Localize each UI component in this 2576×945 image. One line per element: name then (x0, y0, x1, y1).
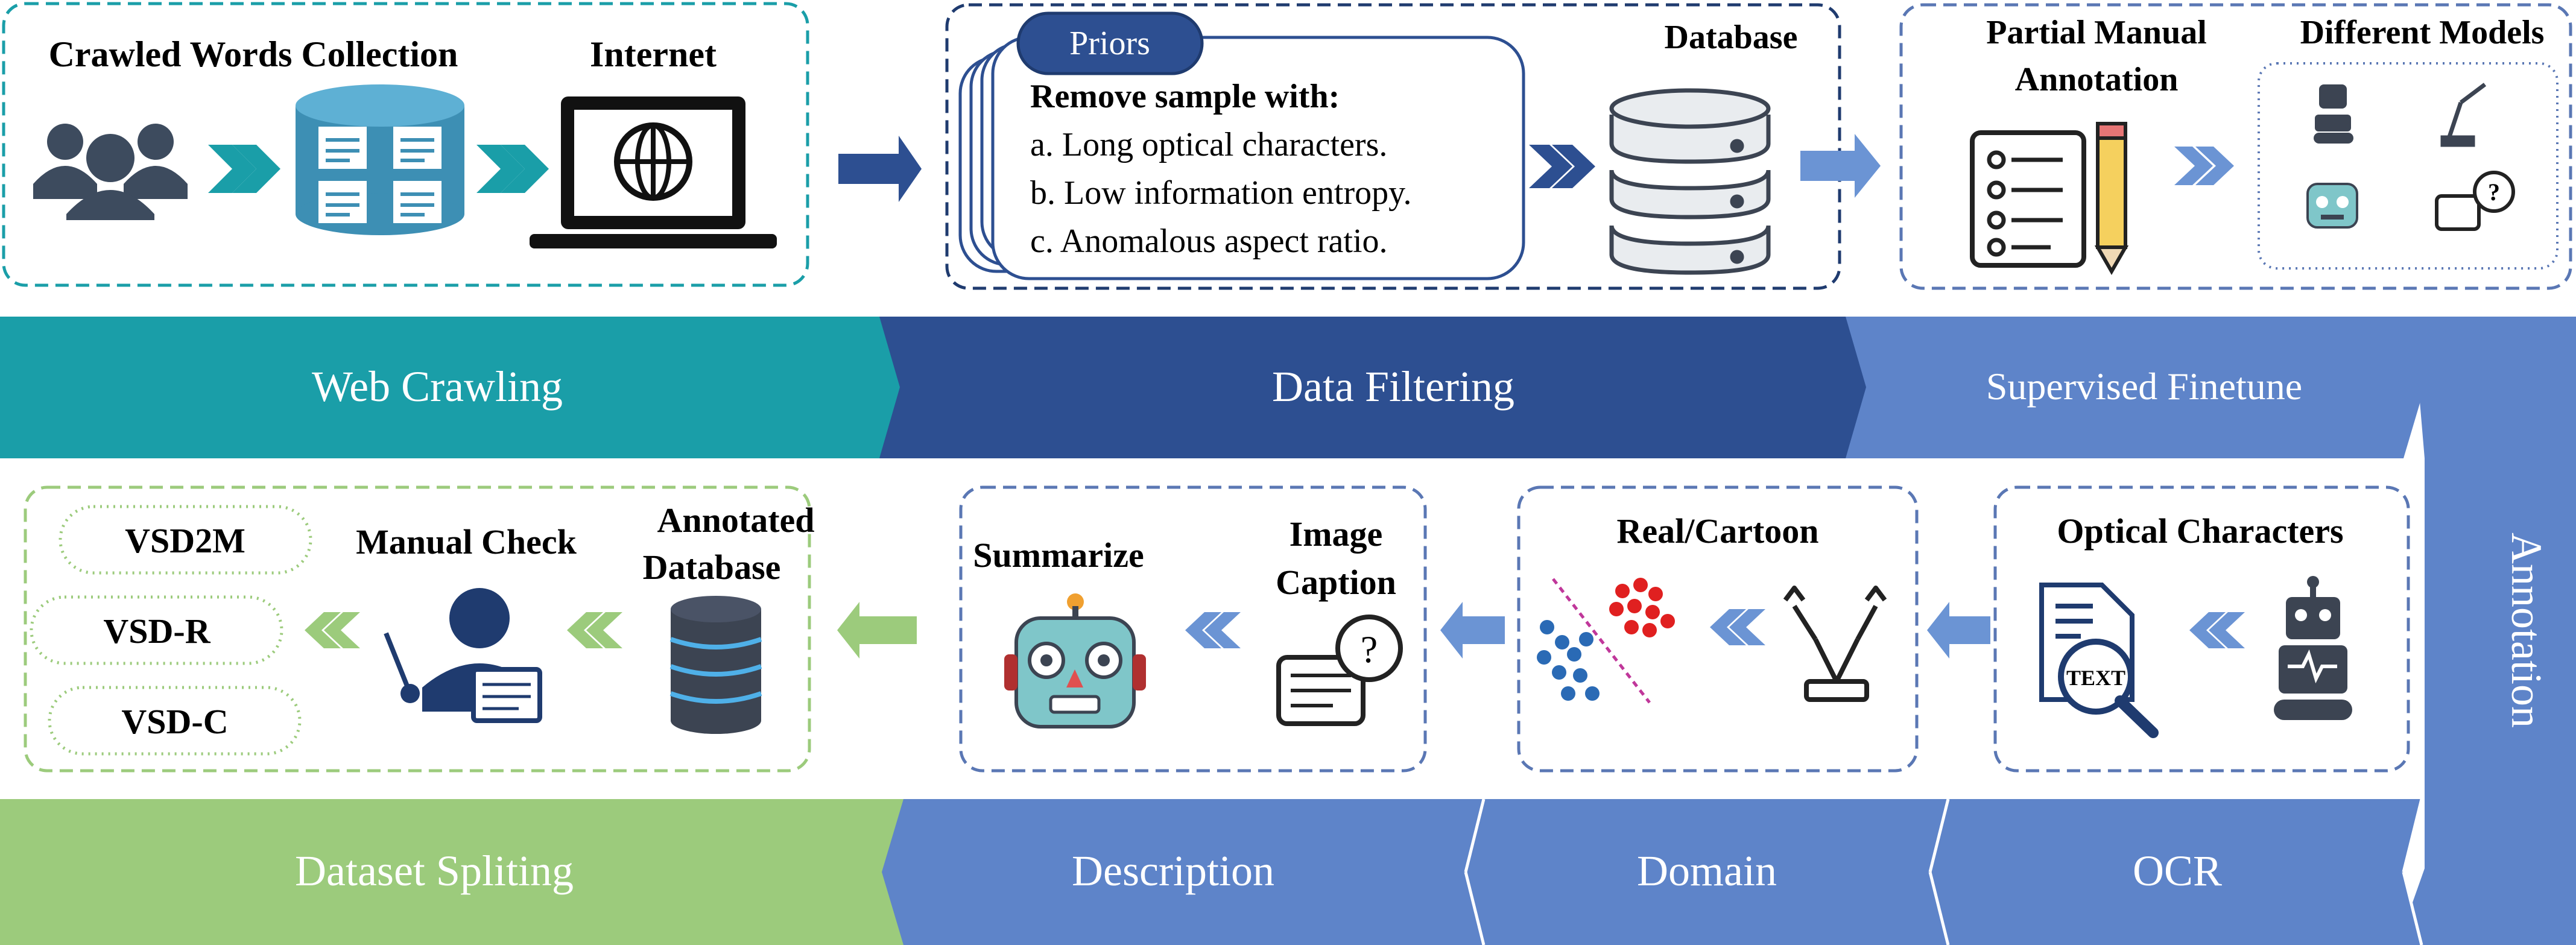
chevron-left-icon (567, 612, 622, 648)
web-crawling-panel: Crawled Words Collection Internet (2, 2, 809, 287)
ocr-panel: Optical Characters TEXT (1993, 485, 2410, 773)
annotated-database-line1: Annotated (657, 501, 814, 540)
band-label-domain: Domain (1637, 847, 1777, 895)
speech-question-icon: ? (2435, 171, 2515, 231)
chevron-left-icon (1185, 612, 1241, 648)
arrow-right-icon (1800, 134, 1881, 198)
chevron-left-icon (305, 612, 360, 648)
partial-manual-annotation-line2: Annotation (2015, 61, 2179, 98)
robot-face-icon (1004, 593, 1146, 729)
band-description (882, 799, 1484, 945)
robot-arm-icon (1783, 586, 1887, 702)
chevron-right-icon (2174, 147, 2234, 185)
laptop-globe-icon (530, 96, 777, 248)
split-vsd2m-label: VSD2M (125, 521, 245, 560)
speech-question-icon: ? (1276, 615, 1403, 726)
chevron-right-icon (208, 145, 280, 193)
chevron-right-icon (1529, 145, 1595, 188)
split-vsd-c-label: VSD-C (121, 702, 228, 741)
dataset-spliting-panel: VSD2M VSD-R VSD-C Manual Check Annotated… (24, 485, 815, 773)
domain-panel: Real/Cartoon (1517, 485, 1919, 773)
arrow-left-icon (1927, 602, 1990, 659)
models-group (2258, 62, 2559, 270)
band-label-supervised-finetune: Supervised Finetune (1986, 365, 2302, 408)
filter-rule-a: a. Long optical characters. (1030, 126, 1387, 163)
arrow-right-icon (838, 136, 922, 202)
partial-manual-annotation-line1: Partial Manual (1986, 14, 2207, 51)
band-label-annotation: Annotation (2502, 533, 2551, 728)
robot-arm-icon (2440, 83, 2487, 147)
band-ocr (1930, 799, 2422, 945)
users-icon (33, 124, 188, 220)
different-models-label: Different Models (2300, 14, 2545, 51)
data-filtering-panel: Priors Remove sample with: a. Long optic… (945, 3, 1841, 290)
split-vsd-r-label: VSD-R (103, 612, 210, 651)
band-supervised-finetune (1846, 317, 2425, 458)
chevron-left-icon (1710, 609, 1765, 645)
text-document-search-icon: TEXT (2039, 583, 2159, 738)
manual-check-label: Manual Check (356, 522, 577, 561)
robot-face-icon (2306, 183, 2358, 229)
band-domain (1466, 799, 1948, 945)
supervised-finetune-panel: Partial Manual Annotation Different Mode… (1899, 3, 2572, 290)
band-label-ocr: OCR (2133, 847, 2222, 895)
person-reading-icon (384, 588, 542, 723)
pencil-icon (2094, 122, 2129, 276)
chevron-left-icon (2189, 612, 2245, 648)
band-dataset-spliting (0, 799, 903, 945)
band-annotation (2397, 317, 2576, 945)
band-label-dataset-spliting: Dataset Spliting (295, 847, 574, 895)
checklist-pencil-icon (1970, 122, 2129, 276)
band-label-web-crawling: Web Crawling (312, 362, 563, 411)
optical-characters-label: Optical Characters (2057, 511, 2343, 551)
database-label: Database (1665, 19, 1798, 56)
document-database-icon (296, 84, 464, 235)
robot-tracked-icon (2314, 84, 2353, 144)
svg-text:?: ? (2488, 179, 2500, 206)
annotated-database-line2: Database (643, 548, 781, 587)
internet-label: Internet (590, 34, 717, 74)
crawled-words-collection-label: Crawled Words Collection (49, 34, 458, 74)
remove-sample-title: Remove sample with: (1030, 78, 1340, 115)
scatter-clusters-icon (1537, 578, 1675, 704)
summarize-label: Summarize (973, 536, 1144, 575)
image-caption-line1: Image (1290, 514, 1383, 554)
text-badge: TEXT (2066, 666, 2125, 690)
arrow-left-icon (1440, 602, 1505, 659)
filter-rule-b: b. Low information entropy. (1030, 174, 1411, 212)
database-icon (1609, 88, 1771, 275)
band-label-data-filtering: Data Filtering (1272, 362, 1514, 411)
arrow-left-icon (837, 602, 917, 659)
image-caption-line2: Caption (1276, 563, 1396, 602)
real-cartoon-label: Real/Cartoon (1616, 511, 1818, 551)
stage-bands (0, 317, 2576, 945)
database-icon (669, 596, 762, 734)
band-data-filtering (879, 317, 1872, 458)
chevron-right-icon (476, 145, 549, 193)
band-label-description: Description (1072, 847, 1274, 895)
robot-tracked-icon (2274, 576, 2352, 720)
filter-rule-c: c. Anomalous aspect ratio. (1030, 223, 1388, 260)
priors-label: Priors (1069, 25, 1150, 62)
band-web-crawling (0, 317, 906, 458)
description-panel: Summarize Image Caption ? (959, 485, 1427, 773)
priors-badge (1016, 11, 1204, 75)
svg-text:?: ? (1361, 628, 1378, 671)
